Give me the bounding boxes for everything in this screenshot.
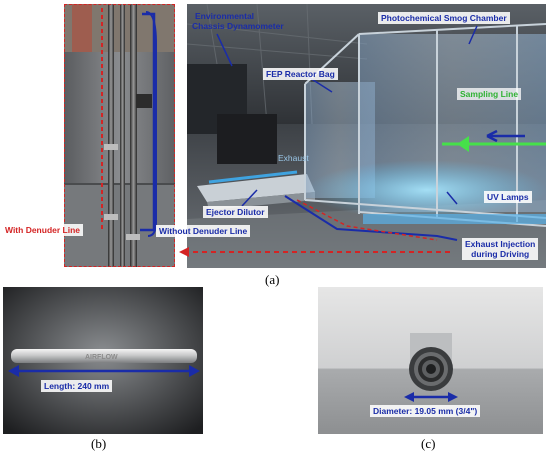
blue-brace (145, 11, 157, 237)
injection-line-2: during Driving (471, 249, 530, 259)
chassis-dynamometer-label: Chassis Dynamometer (192, 21, 284, 31)
tube-scene: AIRFLOW (3, 287, 203, 434)
smog-chamber-label: Photochemical Smog Chamber (378, 12, 510, 24)
smog-pointer-line (468, 25, 478, 45)
diameter-arrow-left-head (404, 392, 414, 402)
red-dashed-frame (64, 4, 175, 267)
length-label: Length: 240 mm (41, 380, 113, 392)
tube-engraving: AIRFLOW (85, 354, 118, 361)
without-denuder-line-label: Without Denuder Line (156, 225, 251, 237)
exhaust-blue-line (284, 195, 458, 241)
uv-pointer-line (446, 191, 458, 205)
chamber-scene (187, 4, 546, 268)
ejector-pointer-line (241, 189, 258, 207)
env-pointer-line (216, 33, 233, 67)
panel-c-photo (318, 287, 543, 434)
caption-c: (c) (421, 436, 436, 451)
fep-reactor-bag-label: FEP Reactor Bag (263, 68, 338, 80)
sampling-line-label: Sampling Line (457, 88, 522, 100)
uv-lamps-label: UV Lamps (484, 191, 532, 203)
environmental-label: Environmental (195, 11, 255, 21)
blue-feed-arrow (486, 129, 525, 143)
length-arrow-right-head (189, 365, 200, 377)
without-denuder-blue-line (140, 12, 156, 232)
with-denuder-red-line (101, 8, 104, 230)
caption-a: (a) (265, 272, 280, 287)
ejector-dilutor-label: Ejector Dilutor (203, 206, 268, 218)
exhaust-red-dash (296, 199, 438, 241)
with-denuder-line-label: With Denuder Line (2, 224, 84, 236)
denuder-line-overlay (101, 8, 157, 237)
chamber-annotation-lines (216, 25, 525, 241)
diameter-label: Diameter: 19.05 mm (3/4") (370, 405, 481, 417)
tube-end-scene (318, 287, 543, 434)
length-arrow-left-head (8, 365, 19, 377)
exhaust-injection-label: Exhaust Injection during Driving (462, 238, 539, 260)
panel-a-right-photo (187, 4, 546, 268)
caption-b: (b) (91, 436, 107, 451)
exhaust-label: Exhaust (278, 153, 309, 163)
injection-connector (179, 247, 450, 257)
panel-b-photo: AIRFLOW (3, 287, 203, 434)
injection-line-1: Exhaust Injection (465, 239, 536, 249)
diameter-arrow-right-head (448, 392, 458, 402)
denuder-tube (11, 349, 197, 363)
